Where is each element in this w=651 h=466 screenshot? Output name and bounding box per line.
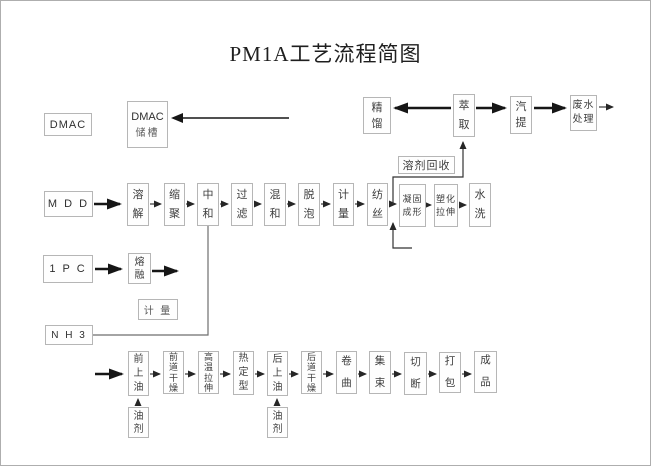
dmac-tank-line2: 储槽 <box>135 127 160 139</box>
node-steam-stripping: 汽 提 <box>510 96 532 134</box>
node-extraction: 萃 取 <box>453 94 475 137</box>
node-solvent-recovery: 溶剂回收 <box>398 156 455 174</box>
node-bundling: 集 束 <box>369 351 391 394</box>
node-post-drying: 后 道 干 燥 <box>301 351 322 394</box>
node-nh3: N H 3 <box>45 325 93 345</box>
node-oil-agent-1: 油 剂 <box>128 407 149 438</box>
node-dmac-storage-tank: DMAC 储槽 <box>127 101 168 148</box>
node-metering: 计 量 <box>333 183 354 226</box>
node-1pc: 1 P C <box>43 255 93 283</box>
node-metering-standalone: 计 量 <box>138 299 178 320</box>
node-pre-drying: 前 道 干 燥 <box>163 351 184 394</box>
node-mixing: 混 和 <box>264 183 286 226</box>
node-pre-oiling: 前 上 油 <box>128 351 149 396</box>
node-cutting: 切 断 <box>404 352 427 395</box>
diagram-title: PM1A工艺流程简图 <box>229 42 422 66</box>
node-crimping: 卷 曲 <box>336 351 357 394</box>
node-wastewater-treatment: 废水 处理 <box>570 95 597 131</box>
node-melting: 熔 融 <box>128 253 151 284</box>
node-post-oiling: 后 上 油 <box>267 351 288 396</box>
node-coagulation-forming: 凝固 成形 <box>399 184 426 227</box>
node-high-temp-stretching: 高 温 拉 伸 <box>198 351 219 394</box>
node-filtration: 过 滤 <box>231 183 253 226</box>
node-oil-agent-2: 油 剂 <box>267 407 288 438</box>
node-packing: 打 包 <box>439 352 461 393</box>
node-defoaming: 脱 泡 <box>298 183 320 226</box>
node-mdd: M D D <box>44 191 93 217</box>
node-dmac-label: DMAC <box>44 113 92 136</box>
node-polycondensation: 缩 聚 <box>164 183 185 226</box>
dmac-tank-line1: DMAC <box>131 110 164 123</box>
node-water-washing: 水 洗 <box>469 183 491 227</box>
node-plasticizing-stretching: 塑化 拉伸 <box>434 184 458 227</box>
node-refining: 精 馏 <box>363 97 391 134</box>
node-heat-setting: 热 定 型 <box>233 351 254 395</box>
node-finished-product: 成 品 <box>474 351 497 393</box>
node-spinning: 纺 丝 <box>367 183 388 226</box>
node-neutralization: 中 和 <box>197 183 219 226</box>
node-dissolving: 溶 解 <box>127 183 149 226</box>
